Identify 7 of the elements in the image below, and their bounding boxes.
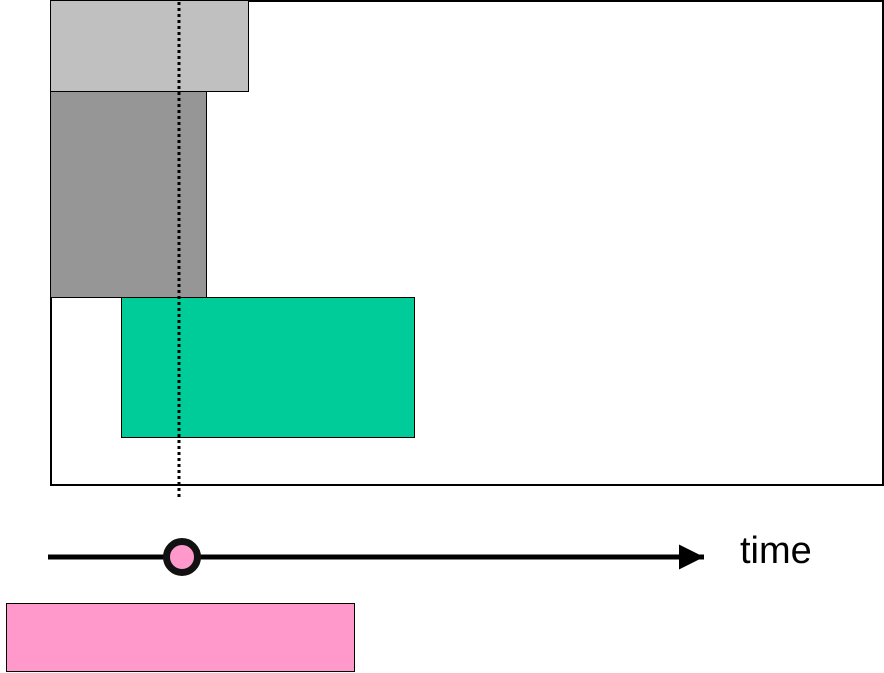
chart-panel	[50, 0, 884, 486]
axis-label: time	[740, 532, 812, 570]
time-block	[50, 0, 249, 92]
time-marker	[163, 538, 201, 576]
time-block	[121, 297, 415, 438]
time-block	[50, 91, 207, 298]
time-block	[6, 603, 355, 672]
